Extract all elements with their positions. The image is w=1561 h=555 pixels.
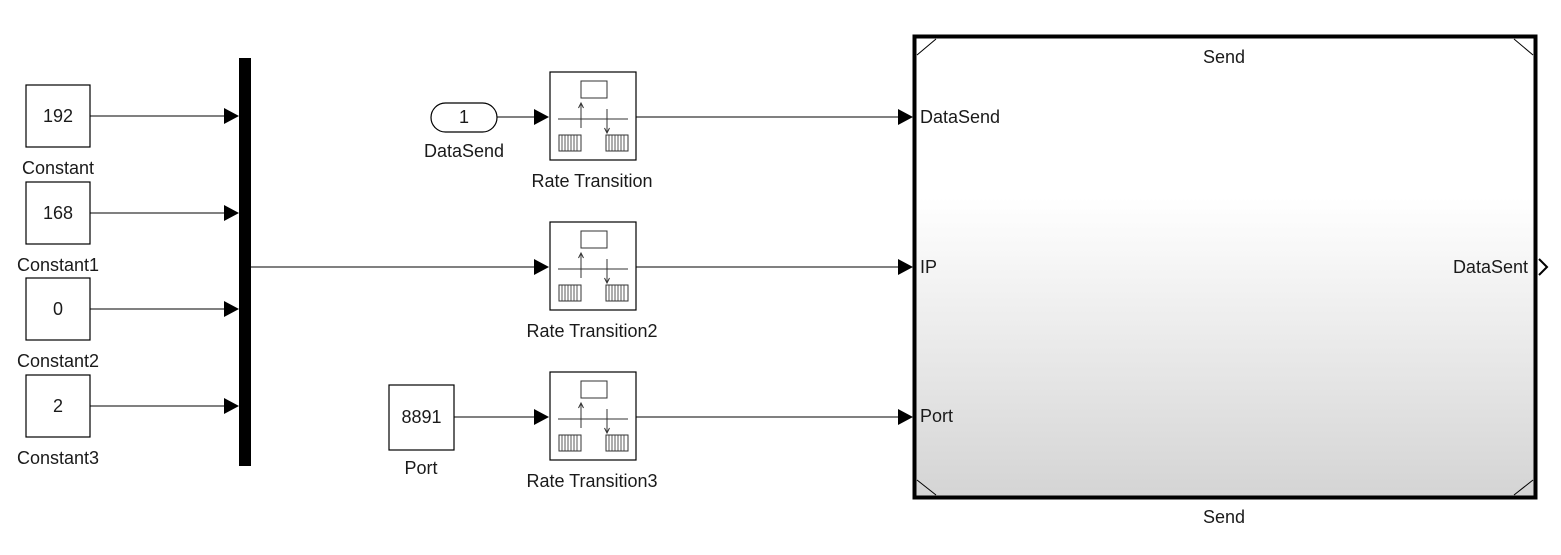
port-constant-label: Port [404, 458, 438, 478]
port-constant-value: 8891 [401, 407, 442, 427]
rate-transition-label: Rate Transition [531, 171, 653, 191]
constant-value: 192 [42, 105, 74, 126]
rate-transition3-label: Rate Transition3 [526, 471, 658, 491]
inport-number: 1 [458, 107, 470, 127]
subsystem-input-ip: IP [920, 257, 938, 277]
signal-lines-to-rate-transitions[interactable] [251, 109, 549, 425]
constant3-value: 2 [52, 395, 63, 416]
constant1-label: Constant1 [16, 255, 100, 275]
constant-block[interactable] [25, 84, 91, 148]
subsystem-name-label: Send [1202, 507, 1246, 527]
datasent-output-port[interactable] [1538, 258, 1549, 276]
inport-label: DataSend [423, 141, 505, 161]
subsystem-input-datasend: DataSend [920, 107, 1001, 127]
subsystem-output-datasent: DataSent [1452, 257, 1528, 277]
port-constant-block[interactable] [388, 384, 455, 451]
constant2-label: Constant2 [16, 351, 100, 371]
rate-transition2-label: Rate Transition2 [526, 321, 658, 341]
constant1-block[interactable] [25, 181, 91, 245]
rate-transition2-block[interactable] [549, 221, 637, 311]
subsystem-title: Send [1202, 47, 1246, 67]
constant2-block[interactable] [25, 277, 91, 341]
constant1-value: 168 [42, 202, 74, 223]
signal-lines-to-mux[interactable] [90, 108, 239, 414]
rate-transition-block[interactable] [549, 71, 637, 161]
constant3-label: Constant3 [16, 448, 100, 468]
rate-transition3-block[interactable] [549, 371, 637, 461]
mux-block[interactable] [239, 58, 251, 466]
subsystem-input-port: Port [920, 406, 954, 426]
signal-lines-to-subsystem[interactable] [636, 109, 913, 425]
constant2-value: 0 [52, 298, 63, 319]
send-subsystem-block[interactable] [912, 34, 1538, 500]
constant-label: Constant [21, 158, 95, 178]
